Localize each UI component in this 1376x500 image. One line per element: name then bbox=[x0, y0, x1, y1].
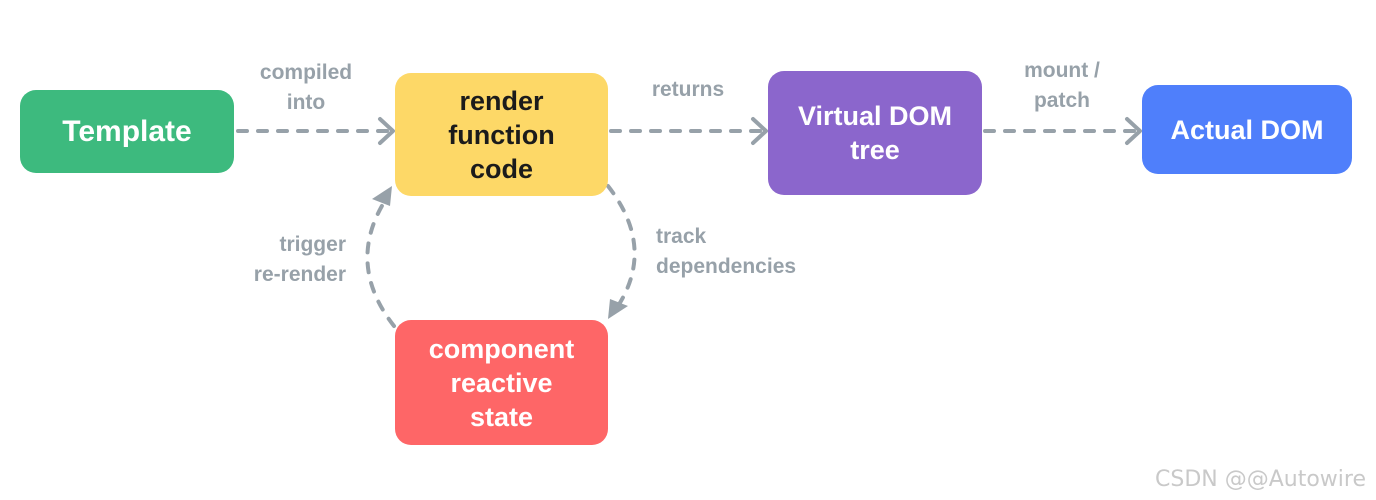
edge-trigger-arrowhead bbox=[372, 186, 392, 206]
edge-trigger-curve bbox=[365, 194, 396, 328]
virtual-dom-node-label: Virtual DOM tree bbox=[797, 101, 953, 165]
edge-label-returns: returns bbox=[651, 78, 725, 101]
template-node-label: Template bbox=[62, 114, 192, 148]
edge-label-trigger-re-render: trigger re-render bbox=[253, 233, 346, 286]
edge-compiled-arrowhead bbox=[378, 117, 395, 145]
template-node: Template bbox=[20, 90, 234, 173]
edge-label-mount-patch: mount / patch bbox=[1024, 59, 1100, 112]
render-function-node-label: render function code bbox=[448, 85, 555, 184]
edge-returns-arrowhead bbox=[751, 117, 768, 145]
reactive-state-node: component reactive state bbox=[395, 320, 608, 445]
actual-dom-node: Actual DOM bbox=[1142, 85, 1352, 174]
render-function-node: render function code bbox=[395, 73, 608, 196]
edge-label-track-dependencies: track dependencies bbox=[656, 225, 797, 278]
edge-track-arrowhead bbox=[608, 299, 628, 319]
reactive-state-node-label: component reactive state bbox=[428, 333, 575, 432]
virtual-dom-node: Virtual DOM tree bbox=[768, 71, 982, 195]
watermark: CSDN @@Autowire bbox=[1155, 467, 1366, 492]
actual-dom-node-label: Actual DOM bbox=[1170, 114, 1324, 145]
edge-label-compiled-into: compiled into bbox=[259, 61, 353, 114]
edge-mount-arrowhead bbox=[1125, 117, 1142, 145]
edge-track-curve bbox=[606, 184, 637, 314]
